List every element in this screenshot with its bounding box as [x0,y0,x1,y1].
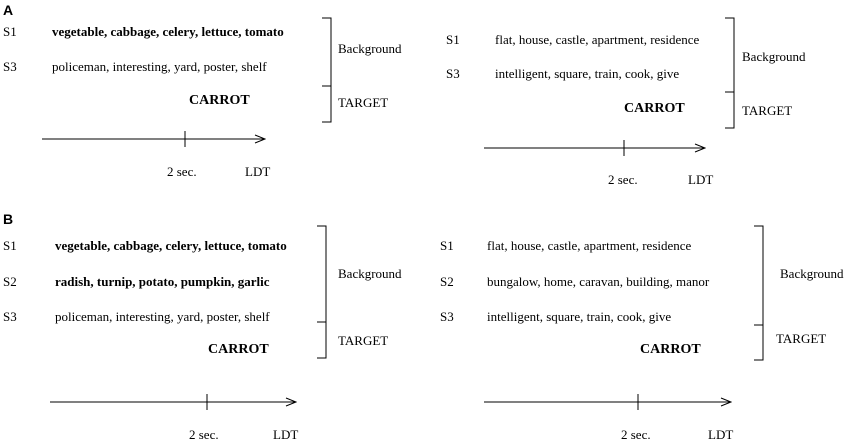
panel-a-left-tick-label: 2 sec. [167,164,197,179]
panel-a-left-target-word: CARROT [189,93,250,108]
panel-b-right-bracket [754,225,764,361]
panel-a-right-background-label: Background [742,49,806,64]
panel-b-left-target-word: CARROT [208,342,269,357]
panel-b-right-row-id: S2 [440,274,454,289]
panel-b-left-background-label: Background [338,266,402,281]
panel-a-left-background-label: Background [338,41,402,56]
panel-a-left-target-label: TARGET [338,95,389,110]
panel-b-left-tick-label: 2 sec. [189,427,219,442]
panel-a-left-row-words: policeman, interesting, yard, poster, sh… [52,59,267,74]
panel-b-right-tick-label: 2 sec. [621,427,651,442]
panel-a-right-row-words: flat, house, castle, apartment, residenc… [495,32,700,47]
panel-a-right-target-label: TARGET [742,103,793,118]
panel-b-label: B [3,211,14,227]
panel-b-right-row-words: bungalow, home, caravan, building, manor [487,274,710,289]
panel-b-right-target-label: TARGET [776,331,827,346]
panel-a-left-ldt-label: LDT [245,164,271,179]
panel-b-right-ldt-label: LDT [708,427,734,442]
panel-a-left-row-words: vegetable, cabbage, celery, lettuce, tom… [52,24,284,39]
panel-b-right-row-id: S3 [440,309,454,324]
panel-b-right-background-label: Background [780,266,844,281]
panel-b-left-row-id: S2 [3,274,17,289]
panel-a-right-target-word: CARROT [624,101,685,116]
panel-b-left-target-label: TARGET [338,333,389,348]
panel-b-right-row-words: intelligent, square, train, cook, give [487,309,672,324]
panel-b-left-row-words: vegetable, cabbage, celery, lettuce, tom… [55,238,287,253]
panel-a-right-row-id: S1 [446,32,460,47]
panel-a-right-bracket [725,17,735,129]
panel-a-left-bracket [322,17,332,123]
panel-b-left-bracket [317,225,327,359]
panel-b-left-row-words: policeman, interesting, yard, poster, sh… [55,309,270,324]
panel-b-left-row-words: radish, turnip, potato, pumpkin, garlic [55,274,270,289]
panel-a-left-row-id: S3 [3,59,17,74]
panel-a-right-row-id: S3 [446,66,460,81]
panel-b-left-row-id: S1 [3,238,17,253]
panel-a-right-row-words: intelligent, square, train, cook, give [495,66,680,81]
panel-b-left-row-id: S3 [3,309,17,324]
panel-a-right-ldt-label: LDT [688,172,714,187]
panel-b-right-row-id: S1 [440,238,454,253]
panel-b-right-row-words: flat, house, castle, apartment, residenc… [487,238,692,253]
panel-b-left-ldt-label: LDT [273,427,299,442]
panel-a-left-row-id: S1 [3,24,17,39]
panel-a-right-tick-label: 2 sec. [608,172,638,187]
panel-b-right-target-word: CARROT [640,342,701,357]
panel-a-label: A [3,2,14,18]
